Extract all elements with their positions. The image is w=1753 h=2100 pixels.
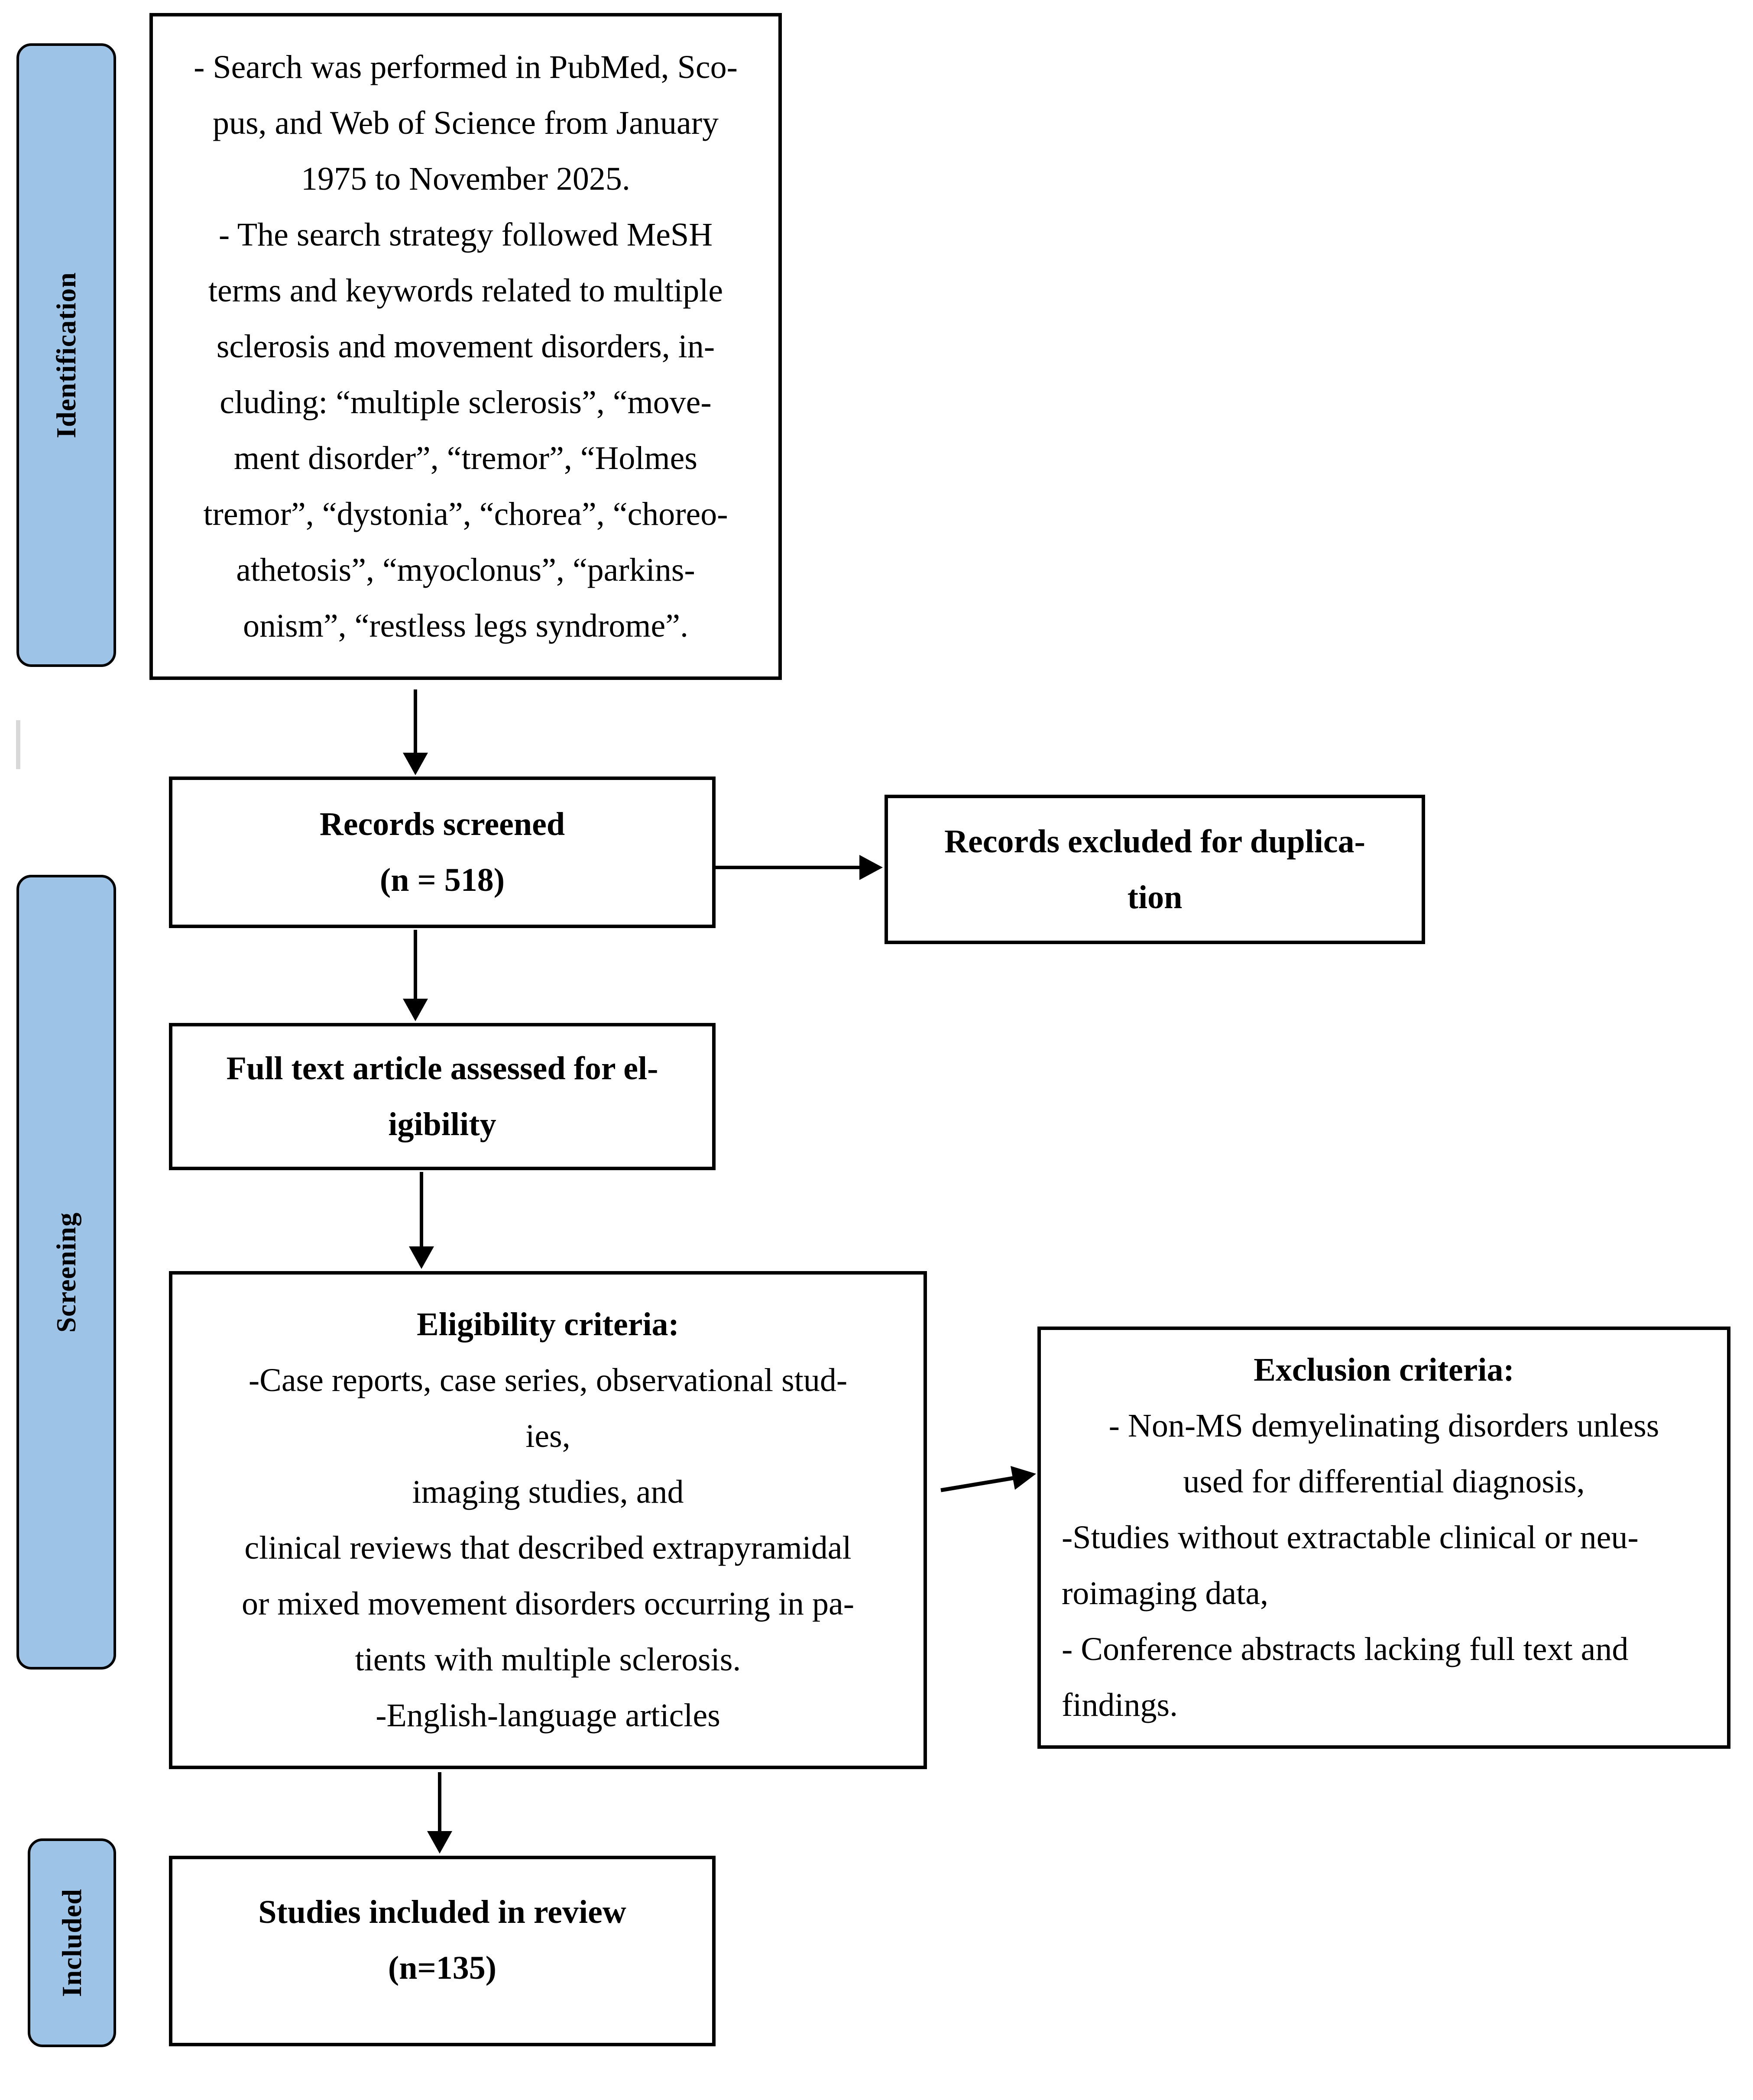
search-strategy-box: - Search was performed in PubMed, Sco- p…: [149, 13, 782, 680]
arrow-eligibility-to-included: [427, 1772, 452, 1854]
records-excluded-box: Records excluded for duplica- tion: [885, 795, 1425, 944]
exclusion-left-lines: -Studies without extractable clinical or…: [1062, 1519, 1639, 1723]
records-screened-box: Records screened (n = 518): [169, 777, 716, 928]
included-studies-count: (n=135): [388, 1950, 497, 1986]
exclusion-box: Exclusion criteria: - Non-MS demyelinati…: [1037, 1327, 1730, 1749]
full-text-box: Full text article assessed for el- igibi…: [169, 1023, 716, 1170]
arrow-search-to-screened: [403, 689, 428, 775]
stage-identification-label: Identification: [51, 272, 81, 438]
included-studies-title: Studies included in review: [258, 1894, 626, 1930]
stage-screening: Screening: [16, 875, 116, 1670]
eligibility-body: -Case reports, case series, observationa…: [241, 1362, 855, 1734]
exclusion-title: Exclusion criteria:: [1254, 1352, 1514, 1388]
arrow-screened-to-fulltext: [403, 930, 428, 1021]
stage-included: Included: [28, 1838, 116, 2047]
eligibility-box: Eligibility criteria: -Case reports, cas…: [169, 1271, 927, 1769]
records-screened-title: Records screened: [319, 806, 565, 842]
full-text-text: Full text article assessed for el- igibi…: [226, 1050, 658, 1142]
arrow-fulltext-to-eligibility: [409, 1172, 434, 1269]
included-studies-box: Studies included in review (n=135): [169, 1856, 716, 2046]
stage-screening-label: Screening: [51, 1212, 81, 1333]
stage-included-label: Included: [56, 1889, 87, 1997]
scrollbar-artifact: [16, 720, 20, 769]
exclusion-centered-lines: - Non-MS demyelinating disorders unless …: [1108, 1408, 1659, 1500]
search-strategy-text: - Search was performed in PubMed, Sco- p…: [194, 49, 738, 644]
eligibility-title: Eligibility criteria:: [417, 1306, 679, 1343]
arrow-screened-to-excluded: [716, 855, 883, 880]
records-excluded-text: Records excluded for duplica- tion: [944, 823, 1365, 916]
arrow-eligibility-to-exclusion: [940, 1466, 1036, 1492]
stage-identification: Identification: [16, 43, 116, 667]
records-screened-count: (n = 518): [379, 862, 505, 898]
